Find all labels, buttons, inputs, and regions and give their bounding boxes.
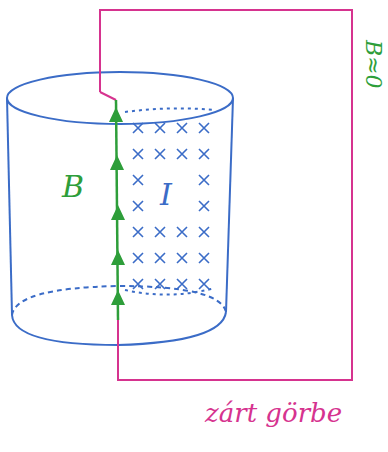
cross-mark — [199, 253, 209, 263]
cylinder — [7, 72, 233, 345]
cross-mark — [199, 227, 209, 237]
arrowhead — [111, 250, 125, 265]
cross-mark — [199, 123, 209, 133]
arrowhead — [109, 107, 123, 122]
closed-curve — [100, 10, 352, 380]
cross-mark — [133, 201, 143, 211]
cross-mark — [133, 123, 143, 133]
closed-curve-hidden — [117, 320, 119, 345]
cross-mark — [155, 253, 165, 263]
cylinder-top — [7, 72, 233, 124]
arrowhead — [111, 290, 125, 305]
cross-mark — [133, 279, 143, 289]
cross-mark — [177, 279, 187, 289]
cross-mark — [155, 227, 165, 237]
cross-mark — [155, 149, 165, 159]
cross-mark — [199, 175, 209, 185]
arrowhead — [110, 155, 124, 170]
current-crosses — [133, 123, 209, 289]
cut-edge — [125, 288, 215, 295]
cross-mark — [177, 253, 187, 263]
cross-mark — [199, 279, 209, 289]
closed-curve — [100, 92, 116, 100]
cross-mark — [177, 227, 187, 237]
cross-mark — [177, 149, 187, 159]
cross-mark — [133, 253, 143, 263]
cross-mark — [199, 201, 209, 211]
arrowhead — [111, 205, 125, 220]
cross-mark — [133, 149, 143, 159]
cylinder-side — [7, 98, 12, 315]
cross-mark — [155, 123, 165, 133]
field-outside-label: B≈0 — [362, 40, 384, 89]
cross-mark — [133, 227, 143, 237]
cross-mark — [155, 279, 165, 289]
cut-edge — [125, 108, 215, 112]
field-arrows — [109, 107, 125, 305]
cross-mark — [199, 149, 209, 159]
field-label: B — [62, 172, 84, 202]
cross-mark — [177, 123, 187, 133]
current-label: I — [160, 180, 172, 210]
curve-label: zárt görbe — [205, 400, 342, 426]
cross-mark — [133, 175, 143, 185]
cylinder-side — [226, 98, 233, 312]
